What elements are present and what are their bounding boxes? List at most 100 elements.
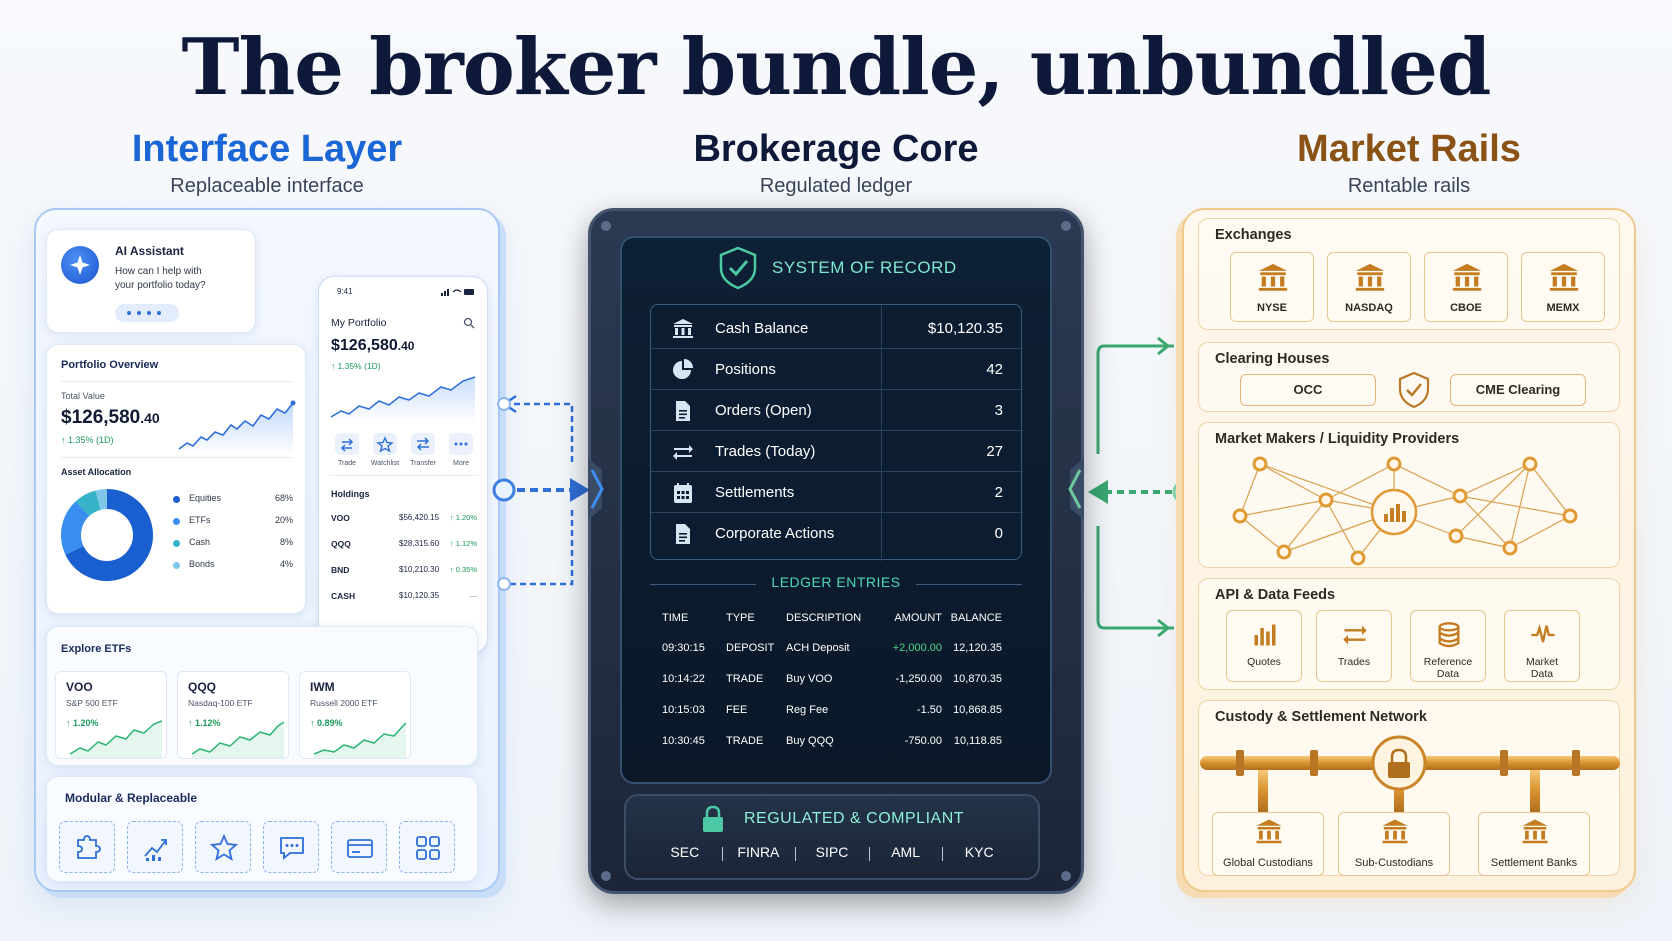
entry-balance: 10,868.85 xyxy=(953,704,1002,716)
holding-row[interactable]: QQQ$28,315.60↑ 1.12% xyxy=(331,539,477,555)
arrows-icon xyxy=(1341,621,1369,649)
custodian-settlement-banks[interactable]: Settlement Banks xyxy=(1478,812,1590,876)
entry-time: 09:30:15 xyxy=(662,642,705,654)
etf-name: Nasdaq-100 ETF xyxy=(188,698,253,708)
custodian-label: Settlement Banks xyxy=(1490,857,1578,869)
entry-time: 10:15:03 xyxy=(662,704,705,716)
chart-icon[interactable] xyxy=(127,821,183,873)
clearing-cme[interactable]: CME Clearing xyxy=(1450,374,1586,406)
phone-action-transfer[interactable]: Transfer xyxy=(405,433,441,473)
legend-label: ETFs xyxy=(189,515,211,525)
ledger-row-orders-open[interactable]: Orders (Open)3 xyxy=(651,391,1023,431)
holding-symbol: CASH xyxy=(331,591,356,601)
feed-label-line1: Trades xyxy=(1337,656,1371,668)
legend-label: Bonds xyxy=(189,559,215,569)
regulator-finra: FINRA xyxy=(737,844,780,860)
legend-dot xyxy=(173,540,180,547)
donut-slice-etfs xyxy=(61,501,90,555)
exchange-label: MEMX xyxy=(1546,302,1580,314)
regulator-aml: AML xyxy=(891,844,920,860)
settlement-pipeline xyxy=(1200,735,1620,812)
entry-time: 10:14:22 xyxy=(662,673,705,685)
bank-icon xyxy=(1379,817,1411,847)
card-icon[interactable] xyxy=(331,821,387,873)
liquidity-network-graph xyxy=(1232,456,1578,566)
exchange-nyse[interactable]: NYSE xyxy=(1230,252,1314,322)
puzzle-icon[interactable] xyxy=(59,821,115,873)
feed-label-line1: Market xyxy=(1525,656,1559,668)
feed-trades[interactable]: Trades xyxy=(1316,610,1392,682)
etf-name: Russell 2000 ETF xyxy=(310,698,378,708)
more-icon xyxy=(449,433,473,455)
market-rails-subtitle: Rentable rails xyxy=(1347,175,1471,197)
phone-mockup[interactable]: 9:41 My Portfolio $126,580.40 ↑ 1.35% (1… xyxy=(318,276,488,654)
holding-row[interactable]: CASH$10,120.35— xyxy=(331,591,477,607)
brokerage-core-title: Brokerage Core xyxy=(693,128,979,170)
exchange-memx[interactable]: MEMX xyxy=(1521,252,1605,322)
custodian-sub-custodians[interactable]: Sub-Custodians xyxy=(1338,812,1450,876)
entry-description: Reg Fee xyxy=(786,704,829,716)
grid-icon[interactable] xyxy=(399,821,455,873)
star-icon[interactable] xyxy=(195,821,251,873)
legend-dot xyxy=(173,562,180,569)
ledger-label: Trades (Today) xyxy=(715,443,816,460)
entry-amount: +2,000.00 xyxy=(892,642,942,654)
lock-icon xyxy=(703,805,723,832)
exchange-nasdaq[interactable]: NASDAQ xyxy=(1327,252,1411,322)
exchange-cboe[interactable]: CBOE xyxy=(1424,252,1508,322)
entry-time: 10:30:45 xyxy=(662,735,705,747)
phone-action-more[interactable]: More xyxy=(443,433,479,473)
holding-row[interactable]: BND$10,210.30↑ 0.35% xyxy=(331,565,477,581)
custodian-global-custodians[interactable]: Global Custodians xyxy=(1212,812,1324,876)
feed-quotes[interactable]: Quotes xyxy=(1226,610,1302,682)
ledger-entries-title: LEDGER ENTRIES xyxy=(756,574,916,590)
legend-dot xyxy=(173,518,180,525)
regulator-kyc: KYC xyxy=(964,844,994,860)
portfolio-overview-card[interactable]: Portfolio Overview Total Value $126,580.… xyxy=(46,344,306,614)
chat-icon[interactable] xyxy=(263,821,319,873)
entries-header-time: TIME xyxy=(662,612,689,624)
asset-allocation-title: Asset Allocation xyxy=(61,467,132,477)
ledger-value: 0 xyxy=(994,525,1003,542)
assistant-title: AI Assistant xyxy=(115,244,184,258)
ledger-value: $10,120.35 xyxy=(927,320,1003,337)
sparkle-icon xyxy=(61,246,99,284)
custodian-label: Sub-Custodians xyxy=(1354,857,1434,869)
phone-action-watchlist[interactable]: Watchlist xyxy=(367,433,403,473)
transfer-icon xyxy=(411,433,435,455)
ai-assistant-card[interactable]: AI Assistant How can I help with your po… xyxy=(46,229,256,333)
etf-change: ↑ 1.20% xyxy=(66,718,99,728)
modular-section: Modular & Replaceable xyxy=(46,776,478,882)
ledger-label: Positions xyxy=(715,361,776,378)
interface-layer-subtitle: Replaceable interface xyxy=(170,175,364,197)
overview-sparkline xyxy=(178,400,296,455)
ledger-row-cash-balance[interactable]: Cash Balance$10,120.35 xyxy=(651,309,1023,349)
search-icon[interactable] xyxy=(463,317,475,329)
ledger-row-trades-today[interactable]: Trades (Today)27 xyxy=(651,432,1023,472)
entry-description: ACH Deposit xyxy=(786,642,850,654)
clearing-occ[interactable]: OCC xyxy=(1240,374,1376,406)
etf-sparkline xyxy=(69,720,163,758)
holding-row[interactable]: VOO$56,420.15↑ 1.20% xyxy=(331,513,477,529)
phone-action-trade[interactable]: Trade xyxy=(329,433,365,473)
holdings-title: Holdings xyxy=(331,489,370,499)
phone-action-label: More xyxy=(453,460,469,467)
ledger-label: Settlements xyxy=(715,484,795,501)
entries-header-type: TYPE xyxy=(726,612,755,624)
